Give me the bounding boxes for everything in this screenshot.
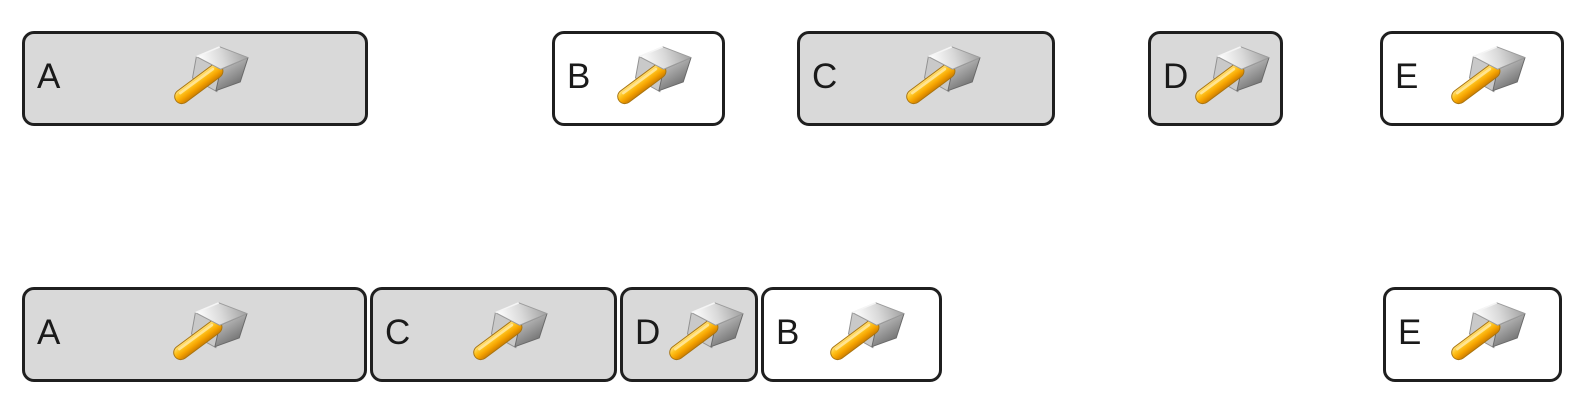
hammer-icon [799,297,935,373]
box-label: D [635,313,661,352]
item-box-e[interactable]: E [1380,31,1564,126]
item-box-b[interactable]: B [552,31,725,126]
item-box-c[interactable]: C [797,31,1055,126]
hammer-icon [60,297,360,373]
item-box-d[interactable]: D [620,287,758,382]
item-box-d[interactable]: D [1148,31,1283,126]
item-box-b[interactable]: B [761,287,942,382]
hammer-icon [60,41,361,117]
hammer-icon [1418,41,1557,117]
hammer-icon [1188,41,1276,117]
hammer-icon [660,297,751,373]
box-label: A [37,313,61,352]
item-box-c[interactable]: C [370,287,617,382]
item-box-a[interactable]: A [22,287,367,382]
item-box-e[interactable]: E [1383,287,1562,382]
box-label: B [776,313,800,352]
hammer-icon [1421,297,1555,373]
box-label: A [37,57,61,96]
hammer-icon [410,297,610,373]
box-label: C [812,57,838,96]
item-box-a[interactable]: A [22,31,368,126]
box-label: E [1398,313,1422,352]
hammer-icon [837,41,1048,117]
box-label: D [1163,57,1189,96]
box-label: C [385,313,411,352]
box-label: E [1395,57,1419,96]
box-label: B [567,57,591,96]
hammer-icon [590,41,718,117]
